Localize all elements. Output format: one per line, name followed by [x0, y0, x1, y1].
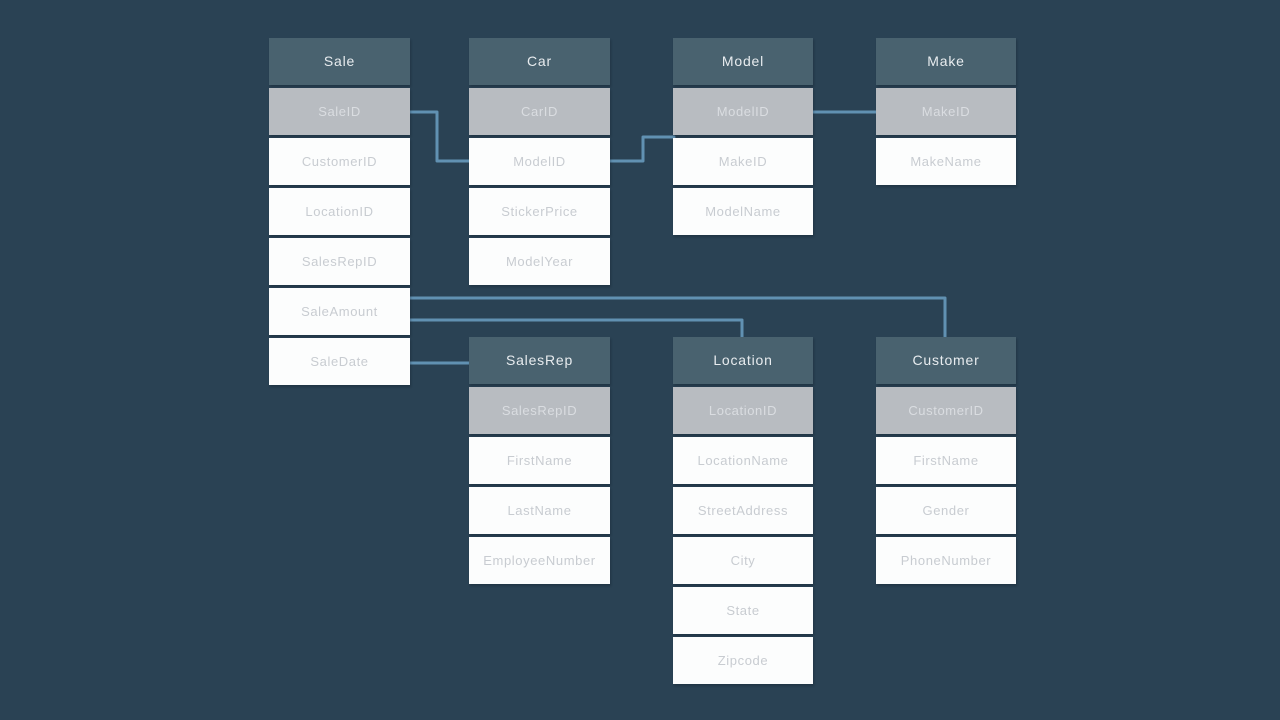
- table-title: SalesRep: [469, 337, 610, 384]
- field-row: SalesRepID: [269, 238, 410, 285]
- field-row: StickerPrice: [469, 188, 610, 235]
- field-row: EmployeeNumber: [469, 537, 610, 584]
- key-field-row: ModelID: [673, 88, 813, 135]
- field-row: State: [673, 587, 813, 634]
- field-row: Zipcode: [673, 637, 813, 684]
- key-field-row: SaleID: [269, 88, 410, 135]
- key-field-row: MakeID: [876, 88, 1016, 135]
- field-row: FirstName: [876, 437, 1016, 484]
- field-row: MakeName: [876, 138, 1016, 185]
- field-row: MakeID: [673, 138, 813, 185]
- connector-sale-saleid-to-car-modelid: [406, 110, 472, 163]
- field-row: CustomerID: [269, 138, 410, 185]
- field-row: Gender: [876, 487, 1016, 534]
- table-title: Sale: [269, 38, 410, 85]
- field-row: FirstName: [469, 437, 610, 484]
- field-row: SaleDate: [269, 338, 410, 385]
- key-field-row: SalesRepID: [469, 387, 610, 434]
- connector-sale-to-customer: [408, 296, 947, 340]
- table-title: Customer: [876, 337, 1016, 384]
- field-row: City: [673, 537, 813, 584]
- key-field-row: CarID: [469, 88, 610, 135]
- table-title: Location: [673, 337, 813, 384]
- key-field-row: CustomerID: [876, 387, 1016, 434]
- table-title: Car: [469, 38, 610, 85]
- field-row: ModelID: [469, 138, 610, 185]
- field-row: LocationName: [673, 437, 813, 484]
- connector-car-modelid-to-model: [607, 135, 676, 163]
- field-row: LastName: [469, 487, 610, 534]
- table-title: Make: [876, 38, 1016, 85]
- field-row: ModelYear: [469, 238, 610, 285]
- connector-sale-to-location: [408, 318, 744, 340]
- field-row: StreetAddress: [673, 487, 813, 534]
- table-title: Model: [673, 38, 813, 85]
- field-row: ModelName: [673, 188, 813, 235]
- field-row: LocationID: [269, 188, 410, 235]
- key-field-row: LocationID: [673, 387, 813, 434]
- field-row: SaleAmount: [269, 288, 410, 335]
- field-row: PhoneNumber: [876, 537, 1016, 584]
